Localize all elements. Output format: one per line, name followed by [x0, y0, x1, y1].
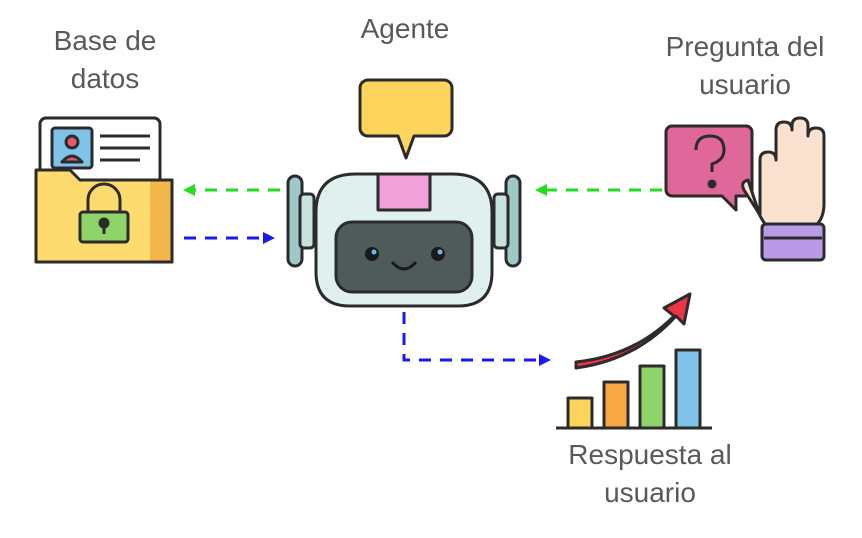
database-folder-lock-icon — [34, 116, 174, 264]
agent-label-line-1: Agente — [360, 13, 450, 44]
answer-label-line-2: usuario — [604, 477, 696, 508]
question-label-line-1: Pregunta del — [665, 31, 825, 62]
speech-bubble-icon — [358, 78, 454, 160]
question-hand-icon — [664, 116, 826, 262]
agent-label: Agente — [330, 10, 480, 48]
arrow-agent-to-answer — [402, 312, 551, 366]
answer-label: Respuesta al usuario — [540, 436, 760, 512]
database-label-line-1: Base de — [53, 25, 157, 56]
growth-bar-chart-icon — [556, 292, 712, 430]
database-label: Base de datos — [30, 22, 180, 98]
robot-agent-icon — [286, 172, 522, 308]
answer-label-line-1: Respuesta al — [568, 439, 732, 470]
question-label-line-2: usuario — [699, 69, 791, 100]
database-label-line-2: datos — [70, 63, 140, 94]
question-label: Pregunta del usuario — [640, 28, 850, 104]
